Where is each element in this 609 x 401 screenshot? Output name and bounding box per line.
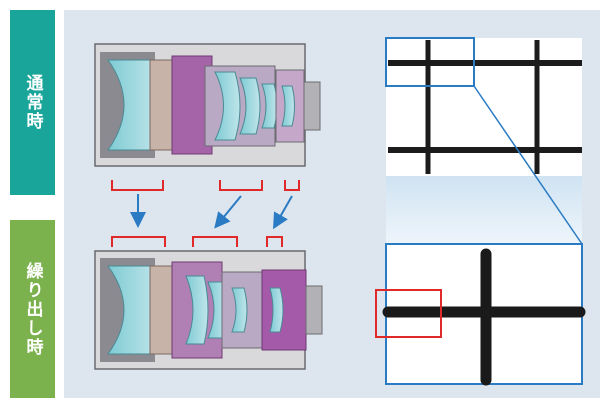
arrow-middle-group: [214, 195, 242, 229]
bracket-middle-group-extended: [192, 236, 238, 247]
detail-highlight-box: [375, 289, 442, 338]
arrow-rear-group: [273, 195, 293, 230]
image-crosshair-extended: [375, 243, 586, 386]
bracket-rear-group-normal: [284, 180, 300, 191]
label-normal-state: 通常時: [10, 10, 55, 195]
lens-cross-section-extended: [94, 250, 323, 370]
zoom-guide-line: [473, 85, 583, 245]
bracket-front-group-normal: [111, 180, 164, 191]
image-grid-normal: [385, 37, 583, 245]
bracket-rear-group-extended: [266, 236, 283, 247]
label-extended-state: 繰り出し時: [10, 220, 55, 398]
bracket-front-group-extended: [111, 236, 166, 247]
zoom-region-frame: [385, 37, 475, 87]
bracket-middle-group-normal: [219, 180, 263, 191]
lens-cross-section-normal: [94, 43, 321, 167]
